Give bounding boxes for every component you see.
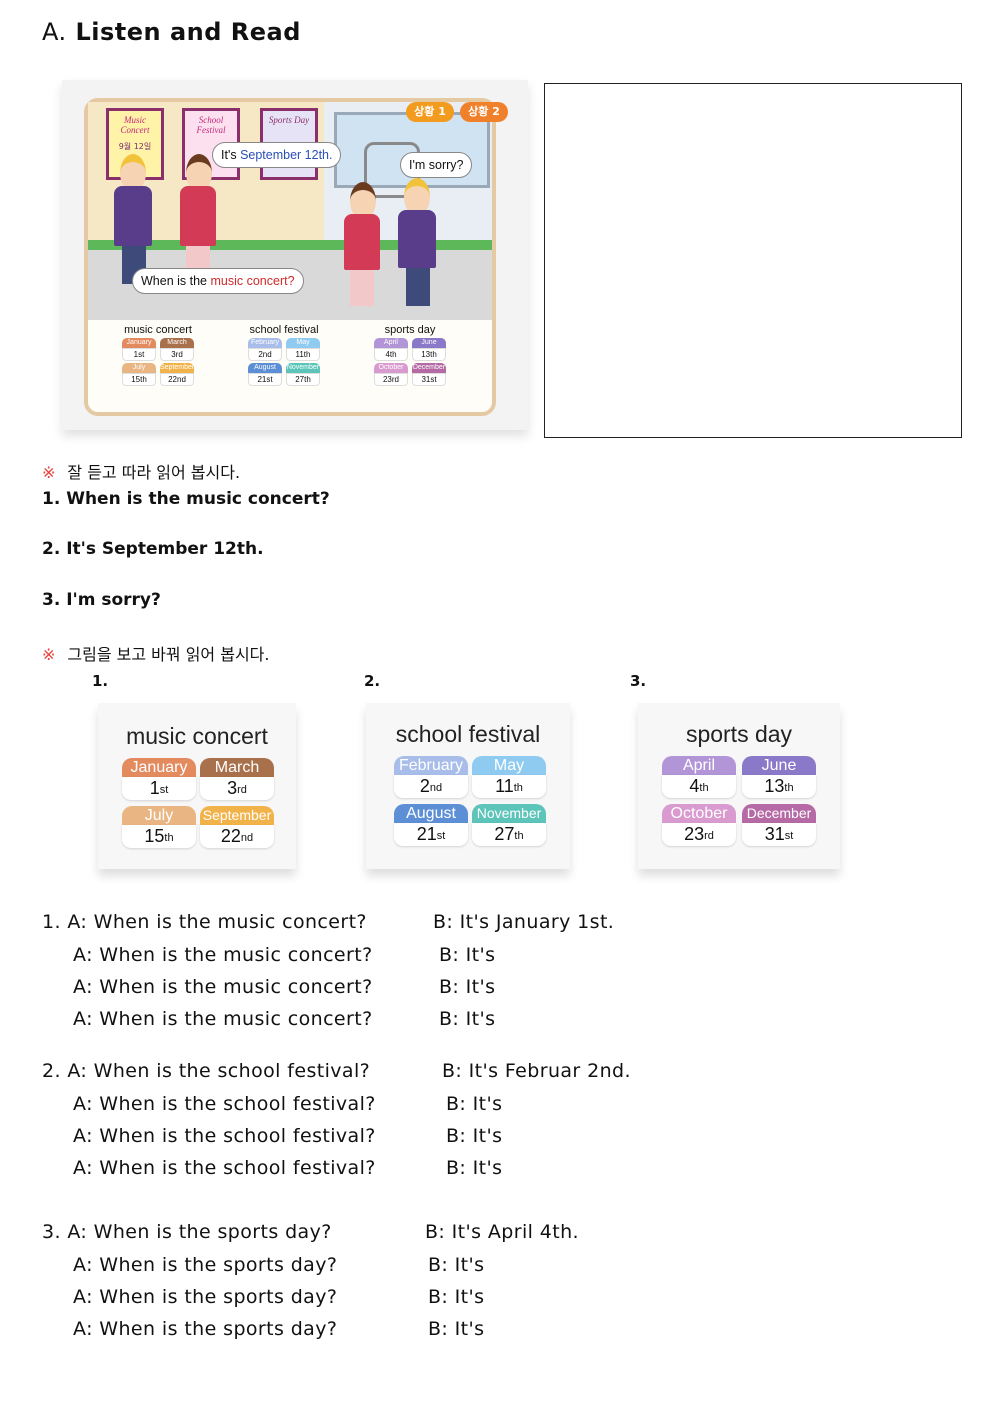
card-title: school festival — [395, 721, 541, 747]
read-line-2: 2. It's September 12th. — [42, 539, 264, 559]
card-number-2: 2. — [364, 672, 381, 690]
card-title: music concert — [126, 723, 268, 749]
dialogue-b: B: It's — [446, 1157, 503, 1179]
situation-badge-2: 상황 2 — [460, 102, 508, 122]
dialogue-a: A: When is the sports day? — [73, 1254, 338, 1276]
instruction-listen: ※잘 듣고 따라 읽어 봅시다. — [42, 463, 241, 482]
dialogue-b: B: It's — [446, 1125, 503, 1147]
dialogue-b: B: It's — [428, 1286, 485, 1308]
dialogue-a: A: When is the school festival? — [73, 1093, 376, 1115]
dialogue-b: B: It's Februar 2nd. — [442, 1060, 631, 1082]
dialogue-b: B: It's — [439, 1008, 496, 1030]
illustration-frame: Music Concert 9월 12일 School Festival Spo… — [84, 98, 508, 416]
blank-answer-box[interactable] — [544, 83, 962, 438]
dialogue-b: B: It's — [439, 944, 496, 966]
dialogue-a: 1. A: When is the music concert? — [42, 911, 367, 933]
dialogue-b: B: It's January 1st. — [433, 911, 615, 933]
note-mark-icon: ※ — [42, 645, 56, 664]
poster-music-concert: Music Concert 9월 12일 — [106, 108, 164, 180]
card-number-1: 1. — [92, 672, 109, 690]
note-mark-icon: ※ — [42, 463, 56, 482]
read-line-3: 3. I'm sorry? — [42, 590, 161, 610]
dialogue-a: 3. A: When is the sports day? — [42, 1221, 332, 1243]
read-line-1: 1. When is the music concert? — [42, 489, 330, 509]
dialogue-b: B: It's — [446, 1093, 503, 1115]
situation-badge-1: 상황 1 — [406, 102, 454, 122]
dialogue-b: B: It's — [439, 976, 496, 998]
speech-bubble-date: It's September 12th. — [212, 142, 342, 168]
dialogue-b: B: It's — [428, 1318, 485, 1340]
card-title: sports day — [685, 721, 793, 747]
instruction-look: ※그림을 보고 바꿔 읽어 봅시다. — [42, 645, 270, 664]
dialogue-a: 2. A: When is the school festival? — [42, 1060, 371, 1082]
platform-stripe — [88, 240, 492, 250]
textbook-illustration: Music Concert 9월 12일 School Festival Spo… — [62, 80, 528, 430]
dialogue-b: B: It's — [428, 1254, 485, 1276]
dialogue-a: A: When is the music concert? — [73, 1008, 373, 1030]
dialogue-a: A: When is the sports day? — [73, 1318, 338, 1340]
speech-bubble-sorry: I'm sorry? — [400, 152, 473, 178]
speech-bubble-question: When is the music concert? — [132, 268, 304, 294]
dialogue-a: A: When is the music concert? — [73, 944, 373, 966]
dialogue-b: B: It's April 4th. — [425, 1221, 579, 1243]
dialogue-a: A: When is the music concert? — [73, 976, 373, 998]
page-title: A. Listen and Read — [42, 18, 301, 46]
section-letter: A. — [42, 18, 67, 46]
dialogue-a: A: When is the school festival? — [73, 1125, 376, 1147]
card-number-3: 3. — [630, 672, 647, 690]
dialogue-a: A: When is the sports day? — [73, 1286, 338, 1308]
dialogue-a: A: When is the school festival? — [73, 1157, 376, 1179]
section-title: Listen and Read — [75, 18, 301, 46]
